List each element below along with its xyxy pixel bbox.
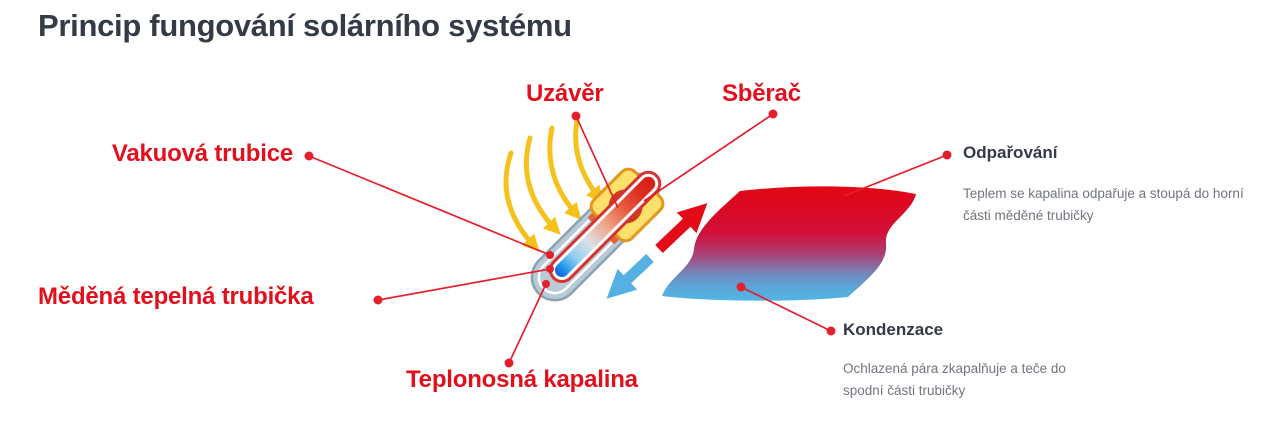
- heat-up-arrow-icon: [655, 203, 708, 253]
- page-title: Princip fungování solárního systému: [38, 8, 572, 43]
- leader-teplonosna-kapalina: [508, 283, 547, 364]
- leader-sberac: [643, 113, 774, 202]
- leader-lines: [304, 109, 952, 368]
- label-vakuova-trubice: Vakuová trubice: [111, 140, 293, 167]
- label-teplonosna-kapalina: Teplonosná kapalina: [406, 366, 638, 393]
- leader-medena-trubicka: [377, 268, 551, 301]
- leader-vakuova-trubice: [308, 155, 551, 256]
- label-sberac: Sběrač: [722, 80, 801, 107]
- process-description-kondenzace: Ochlazená pára zkapalňuje a teče do spod…: [843, 361, 1066, 398]
- process-title-kondenzace: Kondenzace: [843, 320, 944, 339]
- leader-kondenzace: [740, 286, 832, 332]
- process-title-odparovani: Odpařování: [963, 143, 1058, 162]
- process-description-odparovani: Teplem se kapalina odpařuje a stoupá do …: [963, 186, 1244, 223]
- heat-flow-wave: [662, 186, 916, 301]
- leader-odparovani: [843, 154, 948, 197]
- sun-rays-icon: [503, 118, 604, 252]
- copper-pipe-fluid: [554, 176, 656, 278]
- cool-down-arrow-icon: [606, 253, 654, 299]
- leader-uzaver: [575, 115, 619, 209]
- label-uzaver: Uzávěr: [526, 80, 604, 107]
- label-medena-trubicka: Měděná tepelná trubička: [38, 283, 314, 310]
